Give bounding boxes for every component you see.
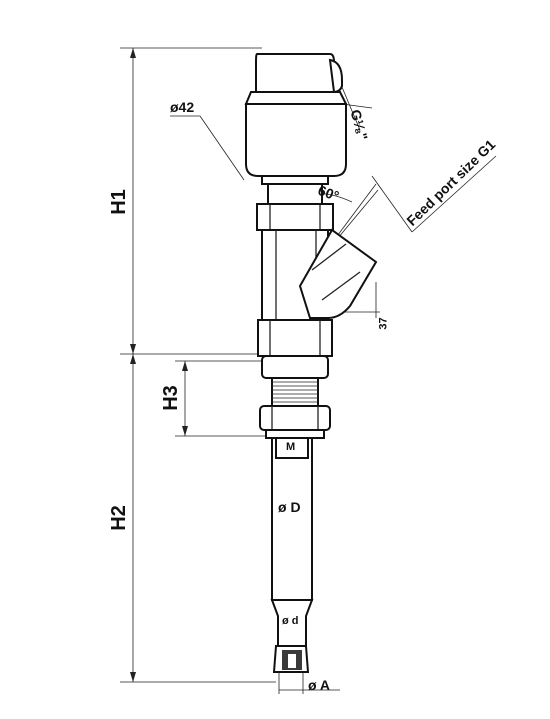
offset-37-label: 37 [377, 317, 390, 330]
diameter-d-label: ø D [278, 499, 301, 515]
diameter-42-label: ø42 [170, 99, 195, 115]
h3-label: H3 [159, 385, 182, 411]
thread-section [259, 377, 331, 439]
upper-nut [256, 203, 334, 231]
diameter-small-d-label: ø d [282, 615, 299, 627]
thread-m-label: M [286, 441, 296, 453]
sensor-head [244, 53, 348, 205]
diameter-a-label: ø A [308, 677, 331, 693]
tee-body [261, 228, 378, 321]
h2-label: H2 [107, 505, 130, 531]
probe-shaft [270, 437, 314, 673]
h1-label: H1 [107, 189, 130, 215]
lower-hex-nut [257, 319, 333, 379]
